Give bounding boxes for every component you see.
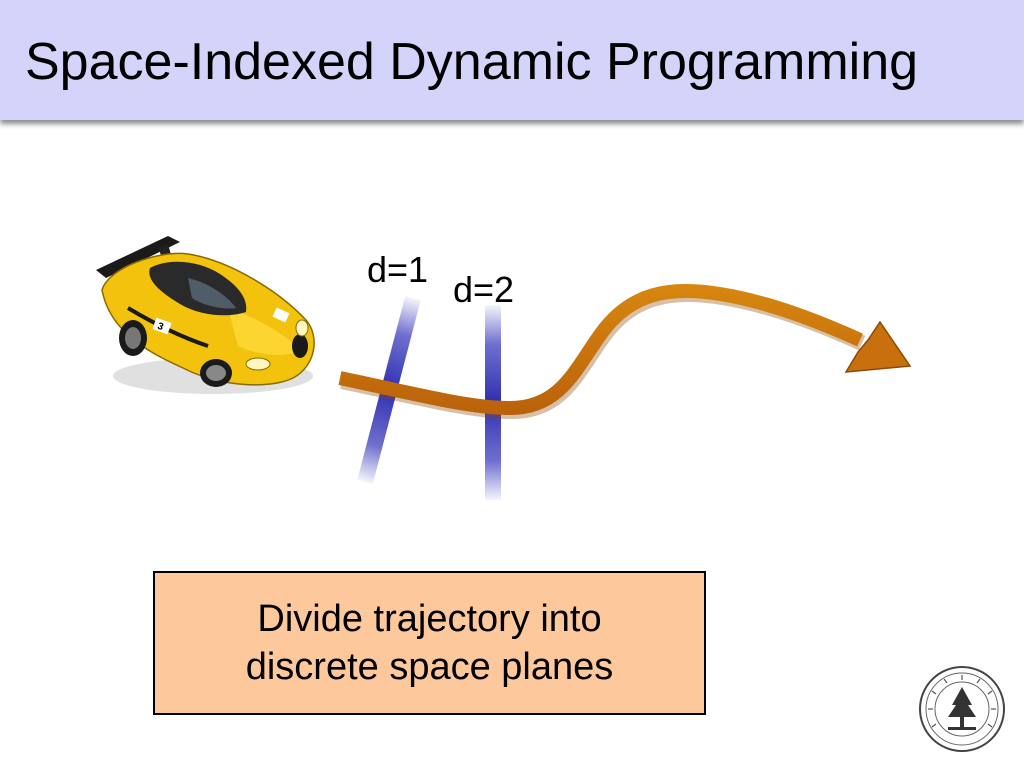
trajectory-path	[338, 283, 863, 416]
plane-label-d1: d=1	[367, 249, 429, 290]
university-seal-icon	[919, 666, 1005, 752]
svg-text:3: 3	[156, 321, 165, 333]
title-bar: Space-Indexed Dynamic Programming	[0, 0, 1024, 120]
caption-box: Divide trajectory into discrete space pl…	[153, 571, 706, 715]
slide-title: Space-Indexed Dynamic Programming	[25, 33, 919, 91]
plane-label-d2: d=2	[453, 269, 515, 310]
race-car-icon: 3	[96, 236, 315, 394]
caption-line-2: discrete space planes	[245, 646, 614, 688]
trajectory-arrowhead	[844, 320, 912, 373]
caption-line-1: Divide trajectory into	[257, 598, 602, 640]
